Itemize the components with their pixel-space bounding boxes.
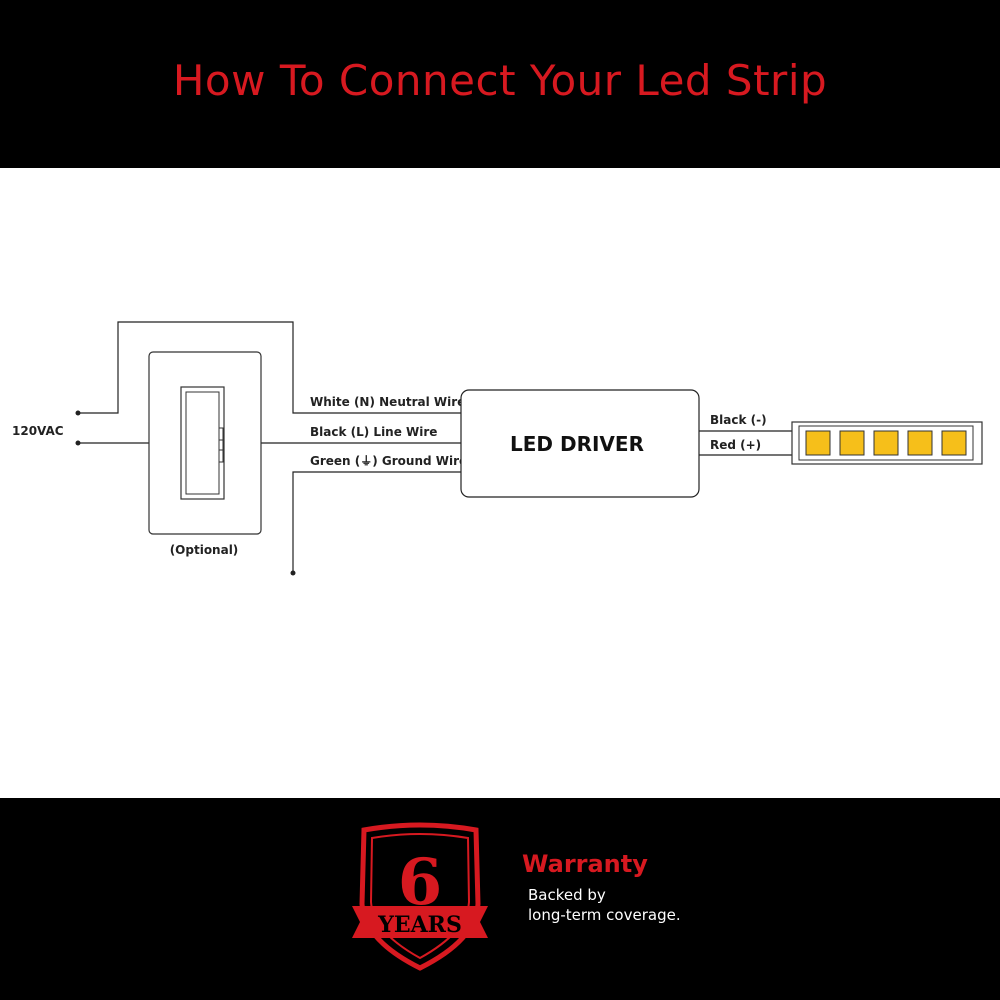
led-chips: [805, 430, 967, 456]
ground-terminal: [290, 570, 296, 576]
warranty-line-1: Backed by: [528, 886, 606, 904]
led-chip: [907, 430, 933, 456]
led-chip: [805, 430, 831, 456]
warranty-title: Warranty: [522, 850, 648, 878]
warranty-description: Backed by long-term coverage.: [528, 885, 681, 925]
header-bar: How To Connect Your Led Strip: [0, 0, 1000, 168]
led-driver-label: LED DRIVER: [510, 432, 644, 456]
led-driver-box: [460, 389, 700, 498]
neutral-wire: [78, 321, 461, 414]
led-chip: [839, 430, 865, 456]
ground-wire-label: Green (⏚) Ground Wire: [310, 454, 467, 468]
output-negative-label: Black (-): [710, 413, 767, 427]
badge-ribbon: [352, 906, 488, 938]
warranty-badge: 6 YEARS: [352, 822, 488, 971]
output-positive-label: Red (+): [710, 438, 761, 452]
led-chip: [941, 430, 967, 456]
ground-wire: [292, 471, 461, 573]
warranty-line-2: long-term coverage.: [528, 906, 681, 924]
switch-slider: [218, 427, 224, 463]
led-chip: [873, 430, 899, 456]
line-wire-label: Black (L) Line Wire: [310, 425, 437, 439]
page-title: How To Connect Your Led Strip: [172, 56, 828, 105]
badge-unit: YEARS: [377, 912, 462, 938]
switch-rocker: [185, 391, 220, 495]
switch-label: (Optional): [170, 543, 239, 557]
wiring-diagram: 120VAC (Optional) White (N) Neutral Wire…: [12, 321, 983, 576]
footer-bar: [0, 798, 1000, 1000]
neutral-wire-label: White (N) Neutral Wire: [310, 395, 465, 409]
source-label: 120VAC: [12, 424, 64, 438]
